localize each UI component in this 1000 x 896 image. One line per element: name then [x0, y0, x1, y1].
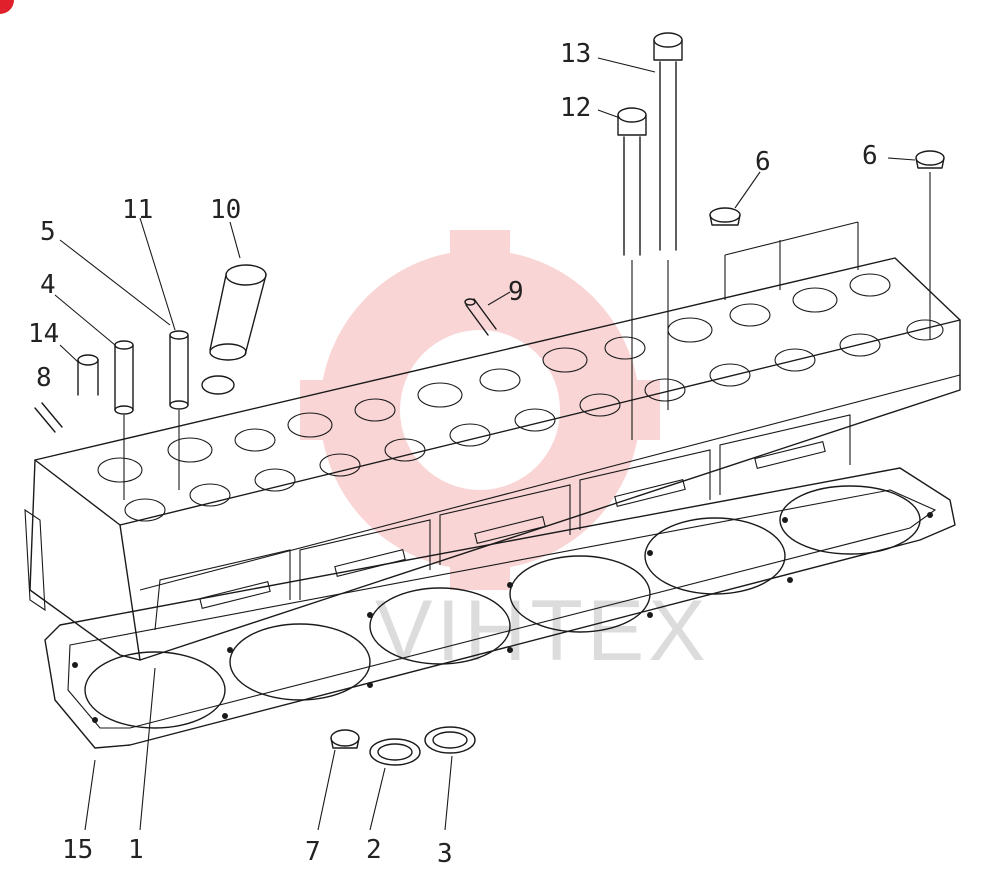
- cup-plug-b: [915, 150, 945, 340]
- corner-badge: [0, 0, 14, 14]
- seal-ring-3: [424, 726, 476, 754]
- head-bolt-short: [617, 107, 647, 256]
- callout-6a: 6: [755, 147, 771, 177]
- cup-plug-a: [709, 207, 741, 226]
- injector-sleeve: [209, 264, 267, 361]
- stud-5: [169, 330, 189, 490]
- callout-9: 9: [508, 277, 524, 307]
- head-gasket: [44, 467, 956, 749]
- callout-2: 2: [366, 835, 382, 865]
- callout-11: 11: [122, 195, 153, 225]
- o-ring: [201, 375, 235, 395]
- cylinder-head: [24, 257, 961, 661]
- head-bolt-long: [653, 32, 683, 251]
- callout-15: 15: [62, 835, 93, 865]
- plug-guide-bracket: [724, 221, 859, 300]
- bolt-guide-lines: [631, 260, 669, 440]
- callout-4: 4: [40, 270, 56, 300]
- callout-10: 10: [210, 195, 241, 225]
- watermark-text: VIHTEX: [375, 583, 710, 679]
- leader-lines: [54, 57, 916, 831]
- stud-4: [114, 340, 134, 500]
- callout-13: 13: [560, 39, 591, 69]
- pin-8: [34, 402, 63, 433]
- callout-5: 5: [40, 217, 56, 247]
- callout-8: 8: [36, 363, 52, 393]
- cup-plug-7: [330, 729, 360, 749]
- callout-14: 14: [28, 319, 59, 349]
- plug-14: [77, 354, 99, 396]
- callout-3: 3: [437, 839, 453, 869]
- callout-6b: 6: [862, 141, 878, 171]
- callout-12: 12: [560, 93, 591, 123]
- watermark-gear-icon: [300, 230, 660, 590]
- callout-7: 7: [305, 837, 321, 867]
- callout-1: 1: [128, 835, 144, 865]
- dowel-pin: [464, 298, 497, 336]
- seal-ring-2: [369, 738, 421, 766]
